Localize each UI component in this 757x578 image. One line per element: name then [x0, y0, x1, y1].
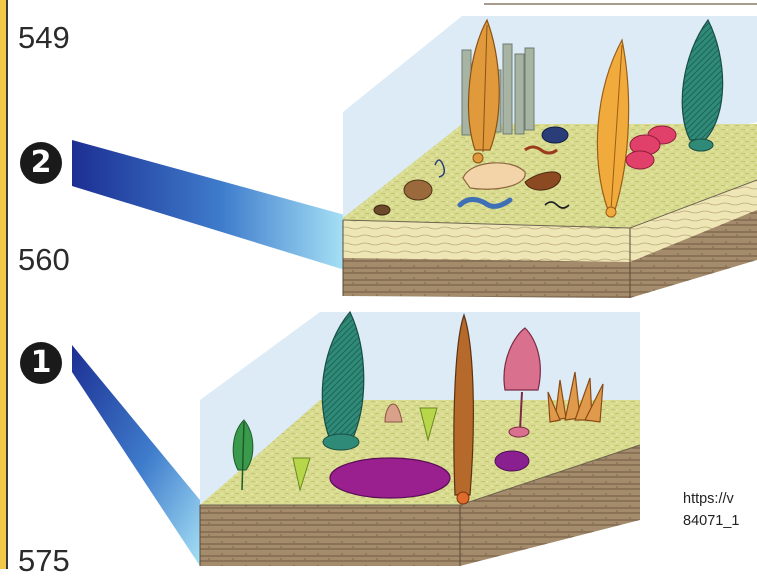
- connector-stage-2: [72, 140, 345, 270]
- small-shell: [374, 205, 390, 215]
- purple-mat: [330, 458, 450, 498]
- reconstruction-block-2: [343, 16, 757, 298]
- source-url-line-2: 84071_1: [683, 514, 739, 529]
- connector-stage-1: [72, 345, 200, 566]
- reconstruction-block-1: [200, 312, 640, 566]
- navy-organism: [542, 127, 568, 143]
- source-url-line-1: https://v: [683, 492, 734, 507]
- purple-blob: [495, 451, 529, 471]
- shell-organism: [404, 180, 432, 200]
